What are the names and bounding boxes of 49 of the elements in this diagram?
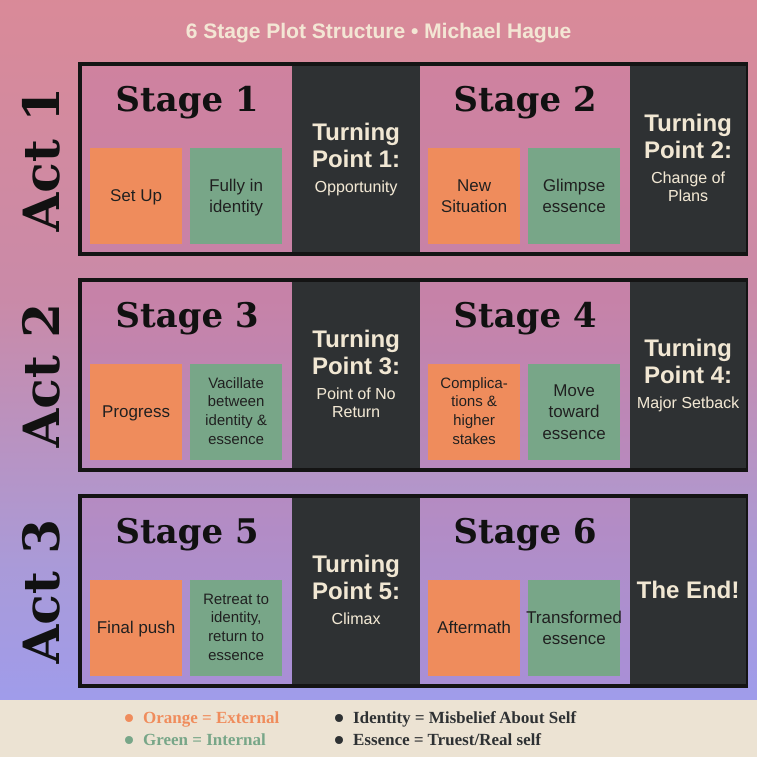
plot-point-card: Glimpse essence: [528, 148, 620, 244]
act-label: Act 2: [12, 302, 70, 448]
stage-box: [82, 498, 292, 684]
legend-text: Green = Internal: [143, 730, 266, 750]
stage-heading: Stage 3: [114, 296, 260, 336]
turning-point-heading: Turning Point 3:: [311, 327, 401, 380]
turning-point-box: [292, 498, 420, 684]
plot-point-card: Vacillate between identity & essence: [190, 364, 282, 460]
plot-point-card: Retreat to identity, return to essence: [190, 580, 282, 676]
plot-point-card: Transformed essence: [528, 580, 620, 676]
turning-point-box: [630, 282, 746, 468]
stage-box: [420, 498, 630, 684]
plot-point-card: Complica-tions & higher stakes: [428, 364, 520, 460]
stage-heading: Stage 4: [452, 296, 598, 336]
turning-point-heading: The End!: [636, 578, 740, 604]
legend-text: Essence = Truest/Real self: [353, 730, 542, 750]
act-label: Act 1: [12, 86, 70, 232]
turning-point-box: [292, 66, 420, 252]
stage-heading: Stage 5: [114, 512, 260, 552]
turning-point-text: Climax: [332, 611, 380, 630]
turning-point-heading: Turning Point 4:: [643, 336, 733, 390]
turning-point-text: Change of Plans: [650, 170, 726, 207]
stage-heading: Stage 2: [452, 80, 598, 120]
turning-point-text: Point of No Return: [315, 386, 397, 423]
plot-point-card: New Situation: [428, 148, 520, 244]
legend-text: Identity = Misbelief About Self: [353, 708, 576, 728]
turning-point-text: Major Setback: [636, 395, 740, 414]
stage-heading: Stage 6: [452, 512, 598, 552]
plot-point-card: Aftermath: [428, 580, 520, 676]
plot-point-card: Progress: [90, 364, 182, 460]
stage-box: [420, 66, 630, 252]
turning-point-box: [630, 498, 746, 684]
plot-point-card: Move toward essence: [528, 364, 620, 460]
stage-heading: Stage 1: [114, 80, 260, 120]
plot-point-card: Fully in identity: [190, 148, 282, 244]
turning-point-box: [630, 66, 746, 252]
stage-box: [420, 282, 630, 468]
turning-point-box: [292, 282, 420, 468]
turning-point-heading: Turning Point 5:: [311, 552, 401, 606]
stage-box: [82, 282, 292, 468]
legend-text: Orange = External: [143, 708, 280, 728]
title-text: 6 Stage Plot Structure • Michael Hague: [184, 20, 572, 44]
turning-point-heading: Turning Point 2:: [643, 111, 733, 164]
turning-point-heading: Turning Point 1:: [311, 120, 401, 174]
plot-point-card: Set Up: [90, 148, 182, 244]
turning-point-text: Opportunity: [314, 179, 398, 198]
plot-point-card: Final push: [90, 580, 182, 676]
stage-box: [82, 66, 292, 252]
act-label: Act 3: [12, 518, 70, 664]
